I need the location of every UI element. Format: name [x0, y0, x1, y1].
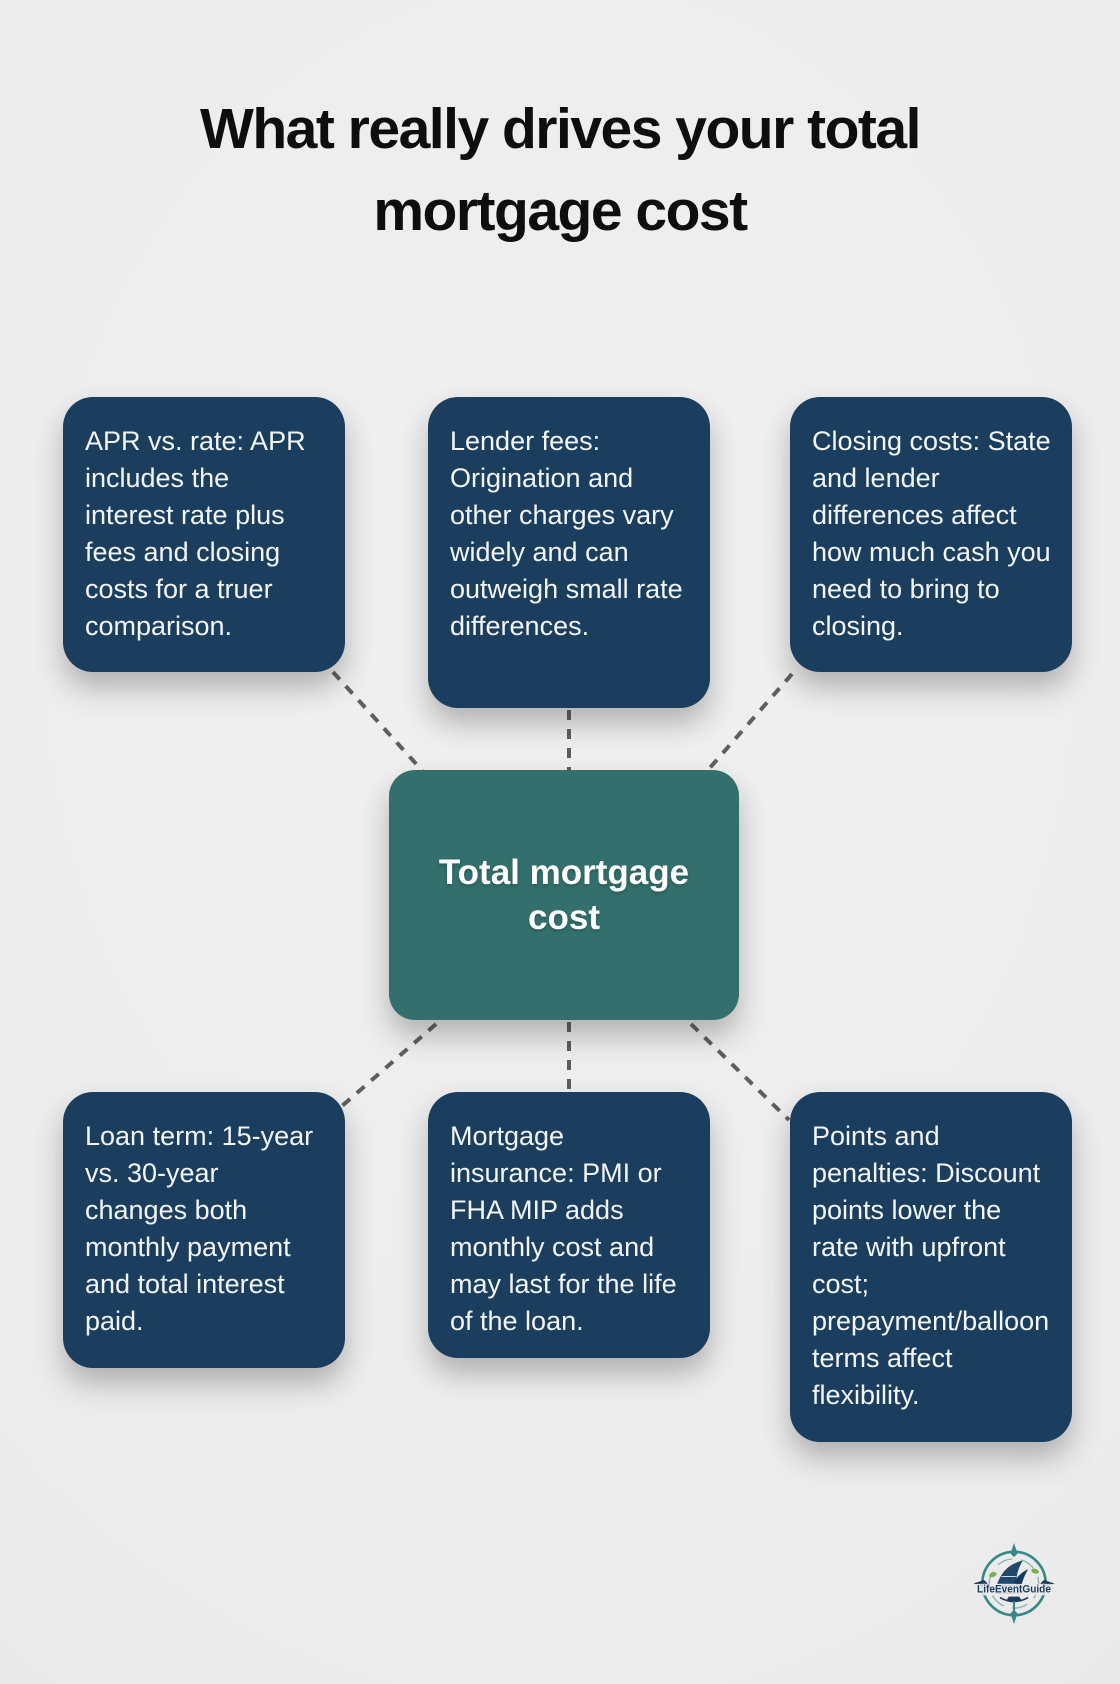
compass-south-pointer	[1010, 1609, 1018, 1624]
pedestal-shape	[1006, 1596, 1022, 1602]
page-title: What really drives your total mortgage c…	[200, 97, 921, 243]
center-node-label: Total mortgage cost	[438, 853, 690, 937]
card-closing-costs-text: Closing costs: State and lender differen…	[812, 426, 1051, 641]
card-lender-fees: Lender fees: Origination and other charg…	[428, 397, 710, 708]
center-node-total-mortgage-cost: Total mortgage cost	[389, 770, 739, 1020]
connector-bottom-left	[340, 1022, 438, 1108]
lifeeventguide-logo: LifeEventGuide	[970, 1543, 1058, 1631]
connector-top-right	[692, 672, 794, 788]
connector-top-left	[331, 670, 439, 789]
card-apr-vs-rate: APR vs. rate: APR includes the interest …	[63, 397, 345, 672]
wordmark-band	[975, 1583, 1053, 1596]
compass-icon: LifeEventGuide	[973, 1543, 1055, 1624]
card-points-penalties-text: Points and penalties: Discount points lo…	[812, 1121, 1050, 1410]
card-closing-costs: Closing costs: State and lender differen…	[790, 397, 1072, 672]
card-points-penalties: Points and penalties: Discount points lo…	[790, 1092, 1072, 1442]
logo-wordmark: LifeEventGuide	[977, 1584, 1051, 1596]
compass-north-pointer	[1010, 1543, 1018, 1558]
card-loan-term-text: Loan term: 15-year vs. 30-year changes b…	[85, 1121, 314, 1336]
card-mortgage-insurance: Mortgage insurance: PMI or FHA MIP adds …	[428, 1092, 710, 1358]
connector-bottom-right	[689, 1022, 791, 1122]
leaf-left-icon	[989, 1572, 997, 1578]
card-loan-term: Loan term: 15-year vs. 30-year changes b…	[63, 1092, 345, 1368]
card-mortgage-insurance-text: Mortgage insurance: PMI or FHA MIP adds …	[450, 1121, 677, 1336]
card-apr-vs-rate-text: APR vs. rate: APR includes the interest …	[85, 426, 306, 641]
leaf-right-icon	[1031, 1568, 1039, 1574]
card-lender-fees-text: Lender fees: Origination and other charg…	[450, 426, 683, 641]
